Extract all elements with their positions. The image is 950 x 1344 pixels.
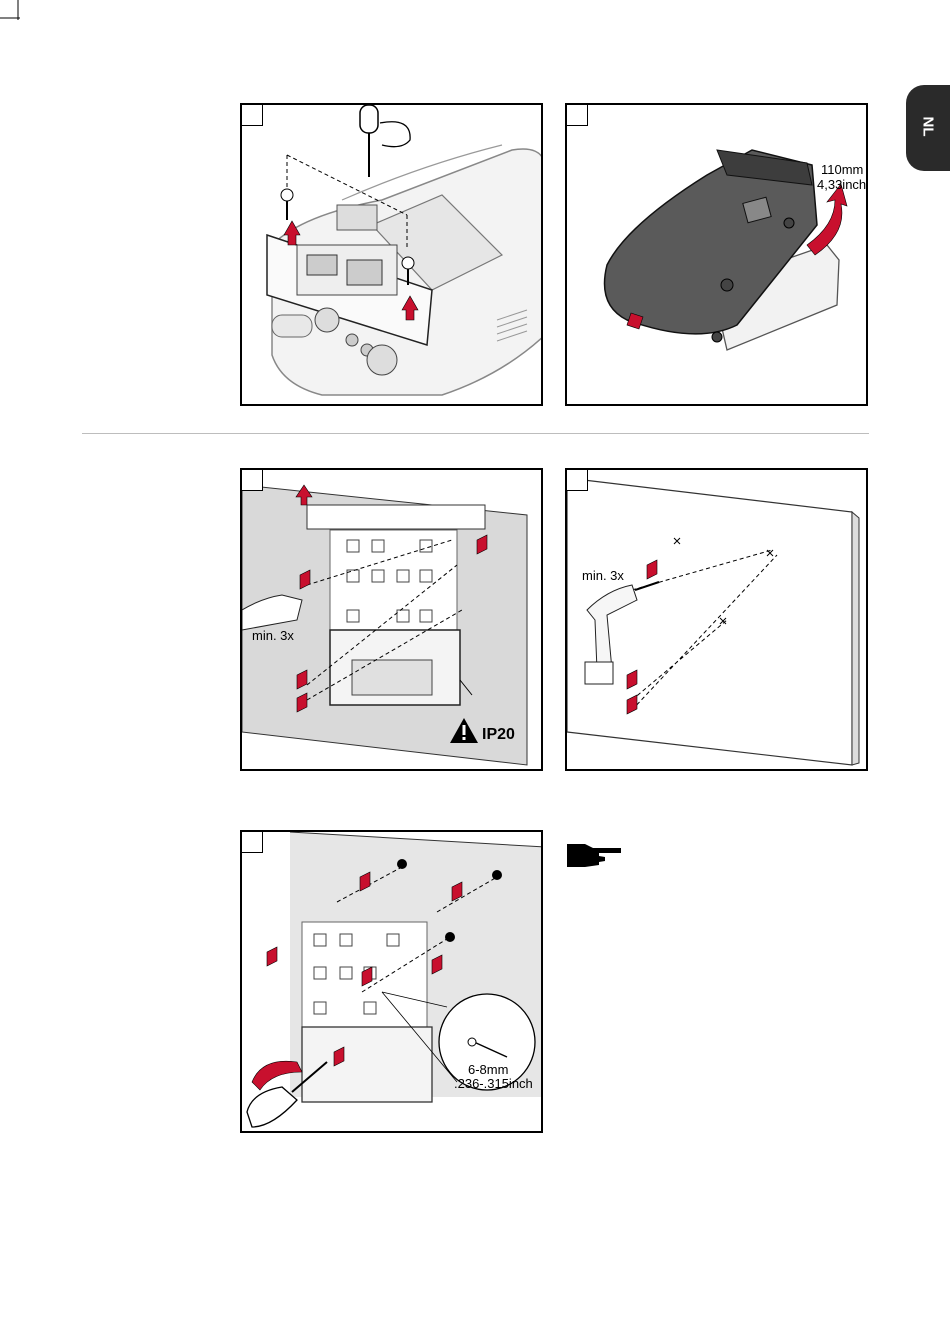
- language-tab-label: NL: [920, 115, 937, 139]
- step-number-box: [242, 832, 263, 853]
- dimension-inch: .236-.315inch: [454, 1076, 533, 1091]
- min-count-label: min. 3x: [252, 628, 294, 643]
- crop-mark: [0, 0, 80, 80]
- step-panel-4: min. 3x: [565, 468, 868, 771]
- ip-rating-label: IP20: [482, 727, 515, 742]
- step-panel-2: 110mm 4,33inch: [565, 103, 868, 406]
- step-panel-5: 6-8mm .236-.315inch: [240, 830, 543, 1133]
- min-count-label: min. 3x: [582, 568, 624, 583]
- hand-pointer-icon: [565, 840, 625, 870]
- step-number-box: [242, 470, 263, 491]
- dimension-mm: 6-8mm: [468, 1062, 508, 1077]
- step-number-box: [567, 470, 588, 491]
- step-number-box: [242, 105, 263, 126]
- step-panel-3: min. 3x IP20: [240, 468, 543, 771]
- language-tab: NL: [906, 85, 950, 171]
- step-number-box: [567, 105, 588, 126]
- inverter-cover-illustration: [242, 105, 543, 406]
- drilling-illustration: [567, 470, 868, 771]
- inverter-lift-illustration: [567, 105, 868, 406]
- dimension-inch: 4,33inch: [817, 177, 866, 192]
- step-panel-1: [240, 103, 543, 406]
- screwdriver-icon: [360, 105, 410, 177]
- section-divider: [82, 433, 869, 434]
- dimension-mm: 110mm: [821, 162, 863, 177]
